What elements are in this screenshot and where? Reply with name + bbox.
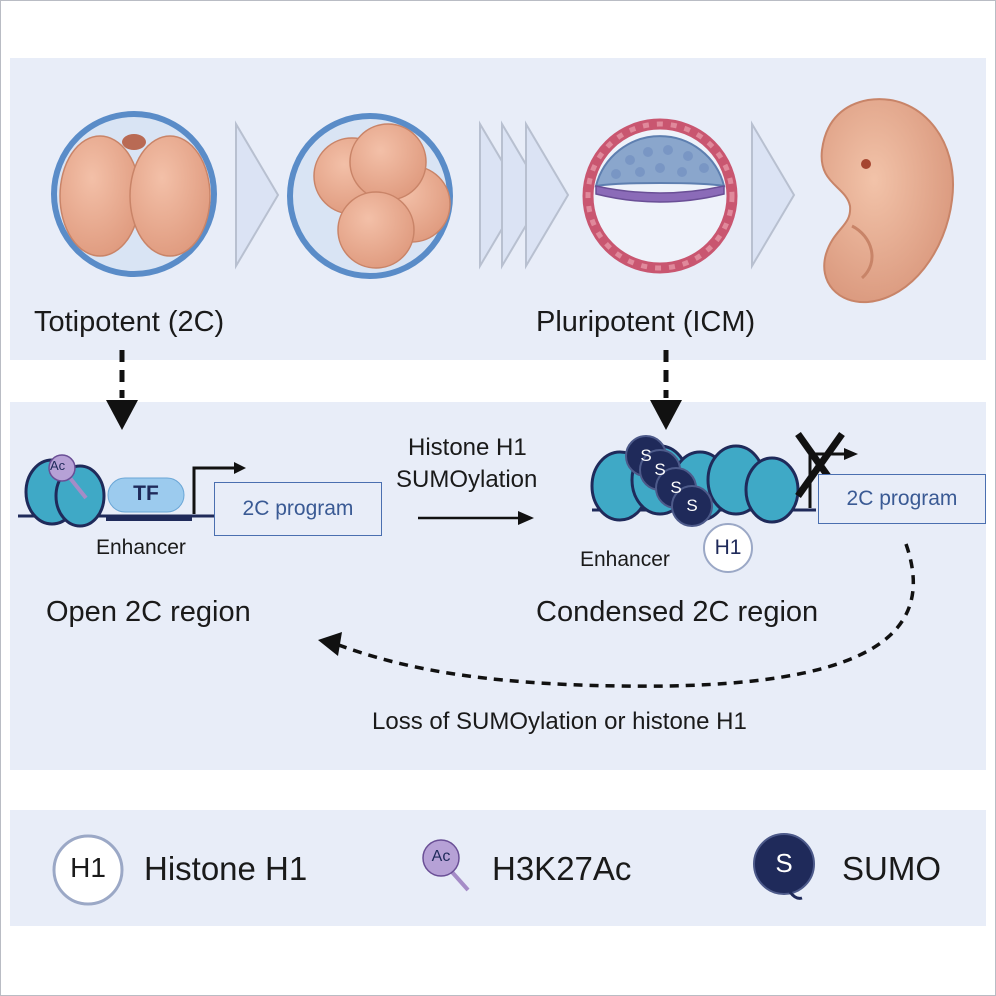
legend-sumo-symbol: S [775, 848, 793, 878]
h1-histone-icon [703, 523, 753, 573]
sumo-label-3: S [670, 478, 682, 497]
tf-protein-icon [107, 477, 185, 513]
sumo-label-4: S [686, 496, 698, 515]
down-arrow-left [106, 350, 138, 430]
blastocyst-icon [582, 118, 738, 274]
legend-sumo-icon [753, 833, 815, 900]
embryo-icon [820, 98, 954, 304]
stage-chevron-1 [235, 120, 280, 270]
legend-panel [10, 810, 986, 926]
right-program-box: 2C program [818, 474, 986, 524]
sumoylation-arrow [418, 511, 534, 525]
legend-acetyl-icon [422, 839, 470, 892]
left-enhancer-label: Enhancer [96, 536, 186, 559]
sumo-cluster [625, 435, 713, 527]
stage-chevron-multi [479, 120, 570, 270]
totipotent-label: Totipotent (2C) [34, 306, 225, 338]
acetyl-mark-icon [48, 454, 88, 500]
legend-h1-symbol: H1 [70, 852, 106, 883]
condensed-region-title: Condensed 2C region [536, 596, 819, 628]
four-cell-embryo-icon [287, 113, 453, 279]
legend-h1-name: Histone H1 [144, 850, 308, 887]
transcription-start-arrow [192, 462, 246, 514]
transition-line-2: SUMOylation [396, 466, 538, 493]
two-cell-embryo-icon [51, 111, 217, 277]
legend-acetyl-symbol: Ac [431, 848, 451, 865]
sumo-label-2: S [654, 460, 666, 479]
right-enhancer-label: Enhancer [580, 548, 670, 571]
tf-label: TF [133, 482, 159, 505]
legend-sumo-name: SUMO [842, 850, 941, 887]
sumo-label-1: S [640, 446, 652, 465]
down-arrow-right [650, 350, 682, 430]
reversal-arrow [318, 543, 915, 688]
open-region-title: Open 2C region [46, 596, 251, 628]
reversal-label: Loss of SUMOylation or histone H1 [372, 708, 747, 735]
transition-line-1: Histone H1 [408, 434, 527, 461]
legend-acetyl-name: H3K27Ac [492, 850, 632, 887]
h1-label: H1 [714, 536, 742, 559]
acetyl-mark-label: Ac [50, 458, 66, 473]
left-program-box: 2C program [214, 482, 382, 536]
legend-h1-icon [52, 834, 124, 906]
stage-chevron-3 [751, 120, 796, 270]
pluripotent-label: Pluripotent (ICM) [536, 306, 756, 338]
